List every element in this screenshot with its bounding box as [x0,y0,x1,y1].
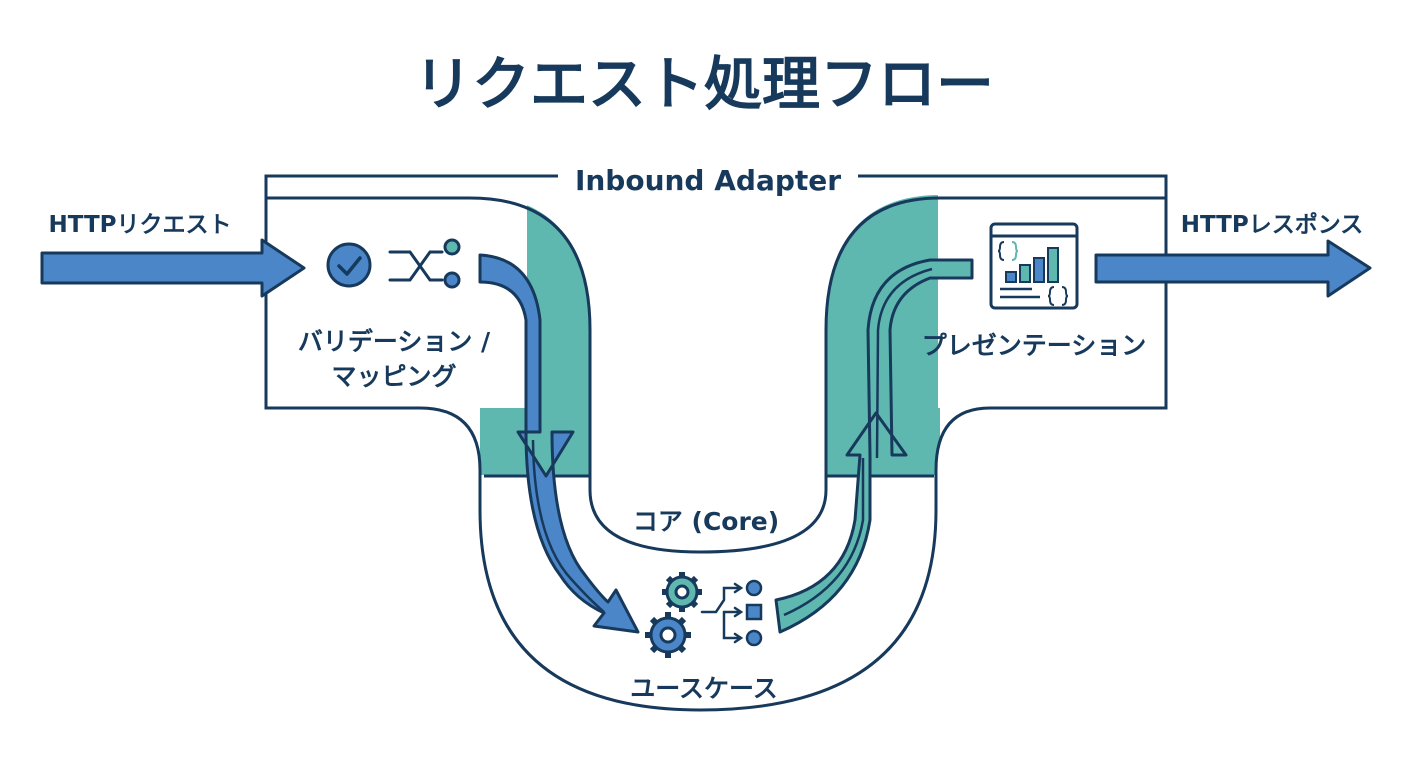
adapter-bracket [264,174,1168,198]
response-label: HTTPレスポンス [1181,211,1364,238]
request-arrow [40,238,306,298]
presentation-label: プレゼンテーション [922,331,1147,360]
adapter-teal-band [480,195,940,475]
page-title: リクエスト処理フロー [414,50,994,118]
validation-label-line2: マッピング [331,362,456,391]
gears-icon [645,572,702,658]
adapter-label: Inbound Adapter [575,164,841,197]
usecase-label: ユースケース [630,674,778,703]
outbound-flow-arrow [774,258,974,634]
request-label: HTTPリクエスト [48,212,231,238]
response-arrow [1094,239,1372,298]
code-chart-window-icon [989,222,1079,310]
core-label: コア (Core) [633,507,779,536]
check-circle-icon [326,242,372,288]
shuffle-icon [388,238,461,289]
validation-label-line1: バリデーション / [298,327,491,356]
flow-branch-icon [700,579,763,647]
inbound-flow-arrow [478,253,640,634]
